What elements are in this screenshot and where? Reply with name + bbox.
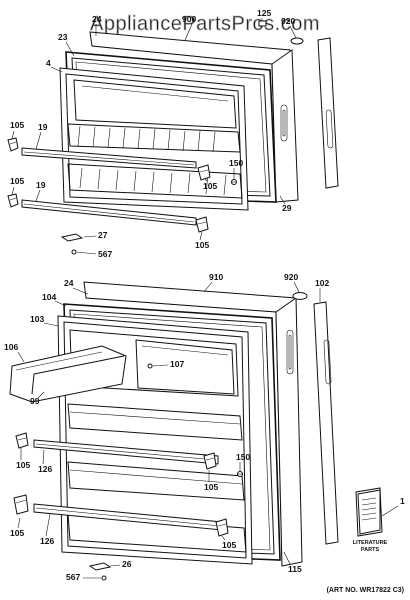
callout-105-f: 105	[204, 482, 218, 492]
literature-parts-booklet: LITERATURE PARTS	[353, 487, 388, 553]
callout-1: 1	[400, 496, 405, 506]
callout-567-bot: 567	[66, 572, 80, 582]
callout-105-g: 105	[10, 528, 24, 538]
callout-115: 115	[288, 564, 302, 574]
callout-567-top: 567	[98, 249, 112, 259]
callout-105-b: 105	[10, 176, 24, 186]
fresh-food-shim-26	[88, 562, 112, 571]
fresh-food-cap-right-upper	[203, 452, 217, 470]
callout-910: 910	[209, 272, 223, 282]
callout-99: 99	[30, 396, 40, 406]
freezer-shim-27	[60, 233, 84, 242]
callout-105-c: 105	[203, 181, 217, 191]
callout-105-a: 105	[10, 120, 24, 130]
callout-106: 106	[4, 342, 18, 352]
freezer-cap-left-upper	[7, 137, 19, 152]
freezer-hinge-part-125	[258, 20, 267, 27]
callout-105-d: 105	[195, 240, 209, 250]
callout-24-top: 24	[92, 14, 102, 24]
fresh-food-door-handle	[313, 301, 339, 545]
callout-26: 26	[122, 559, 132, 569]
fresh-food-callouts: 24 910 920 102 104 103 106 107 99 105 12…	[4, 272, 405, 582]
art-number: (ART NO. WR17822 C3)	[327, 587, 404, 594]
callout-920-top: 920	[281, 16, 295, 26]
callout-126-a: 126	[38, 464, 52, 474]
dairy-compartment-door	[135, 339, 235, 395]
callout-105-e: 105	[16, 460, 30, 470]
callout-19-a: 19	[38, 122, 48, 132]
callout-105-h: 105	[222, 540, 236, 550]
callout-29: 29	[282, 203, 292, 213]
callout-102: 102	[315, 278, 329, 288]
freezer-callouts: 900 125 920 24 23 4 105 19 105 19 150 10…	[10, 8, 297, 259]
fresh-food-cap-right-lower	[215, 518, 229, 537]
freezer-cap-left-lower	[7, 193, 19, 208]
literature-label-1: LITERATURE	[353, 540, 388, 546]
freezer-cap-right-upper	[197, 164, 211, 181]
fresh-food-door-assembly: LITERATURE PARTS	[9, 281, 388, 581]
callout-920-bot: 920	[284, 272, 298, 282]
callout-103: 103	[30, 314, 44, 324]
callout-150-bot: 150	[236, 452, 250, 462]
literature-label-2: PARTS	[361, 547, 380, 553]
fresh-food-cap-left-upper	[15, 432, 29, 449]
callout-126-b: 126	[40, 536, 54, 546]
freezer-cap-right-lower	[195, 216, 209, 233]
callout-900-top: 900	[182, 14, 196, 24]
freezer-shelf-bar-lower	[21, 199, 197, 226]
callout-19-b: 19	[36, 180, 46, 190]
callout-24-bot: 24	[64, 278, 74, 288]
callout-23: 23	[58, 32, 68, 42]
callout-107: 107	[170, 359, 184, 369]
callout-150-top: 150	[229, 158, 243, 168]
callout-104: 104	[42, 292, 56, 302]
fresh-food-bushing-920	[292, 292, 308, 300]
callout-4: 4	[46, 58, 51, 68]
fresh-food-cap-left-lower	[13, 494, 29, 515]
butter-bin	[9, 345, 127, 403]
callout-27: 27	[98, 230, 108, 240]
freezer-shelf-bar-upper	[21, 147, 197, 169]
freezer-door-handle	[317, 37, 339, 189]
freezer-bushing-920	[290, 37, 304, 45]
callout-125: 125	[257, 8, 271, 18]
freezer-door-assembly	[7, 20, 339, 255]
fresh-food-screw-567	[101, 575, 107, 581]
freezer-screw-567	[71, 249, 77, 255]
